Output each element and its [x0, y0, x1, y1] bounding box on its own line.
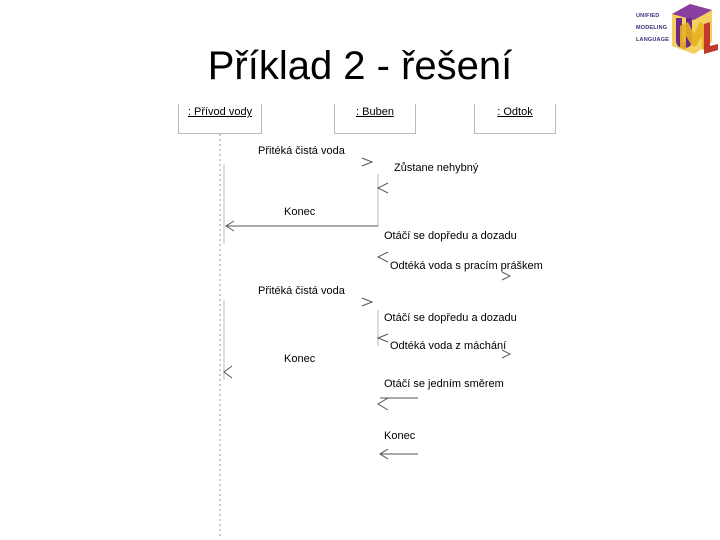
message-label: Otáčí se jedním směrem [384, 378, 504, 390]
message-label: Otáčí se dopředu a dozadu [384, 230, 517, 242]
message-label: Odtéká voda z máchání [390, 340, 507, 352]
message-label: Přitéká čistá voda [258, 285, 345, 297]
logo-wordmark: UNIFIED MODELING LANGUAGE [636, 13, 670, 43]
arrowheads [223, 157, 512, 411]
message-label: Konec [384, 430, 416, 442]
lifeline-privod-vody: : Přívod vody [178, 104, 262, 134]
uml-cube-icon [672, 4, 718, 54]
message-label: Odtéká voda s pracím práškem [390, 260, 543, 272]
uml-logo: UNIFIED MODELING LANGUAGE [636, 2, 720, 60]
message-label: Otáčí se dopředu a dozadu [384, 312, 517, 324]
arrowhead [379, 448, 389, 460]
message-label: Konec [284, 206, 316, 218]
slide-title: Příklad 2 - řešení [207, 44, 513, 88]
message-label: Přitéká čistá voda [258, 145, 345, 157]
lifeline-buben: : Buben [334, 104, 416, 134]
message-label: Konec [284, 353, 316, 365]
lifeline-odtok: : Odtok [474, 104, 556, 134]
arrowhead [225, 220, 235, 232]
message-label: Zůstane nehybný [394, 162, 479, 174]
